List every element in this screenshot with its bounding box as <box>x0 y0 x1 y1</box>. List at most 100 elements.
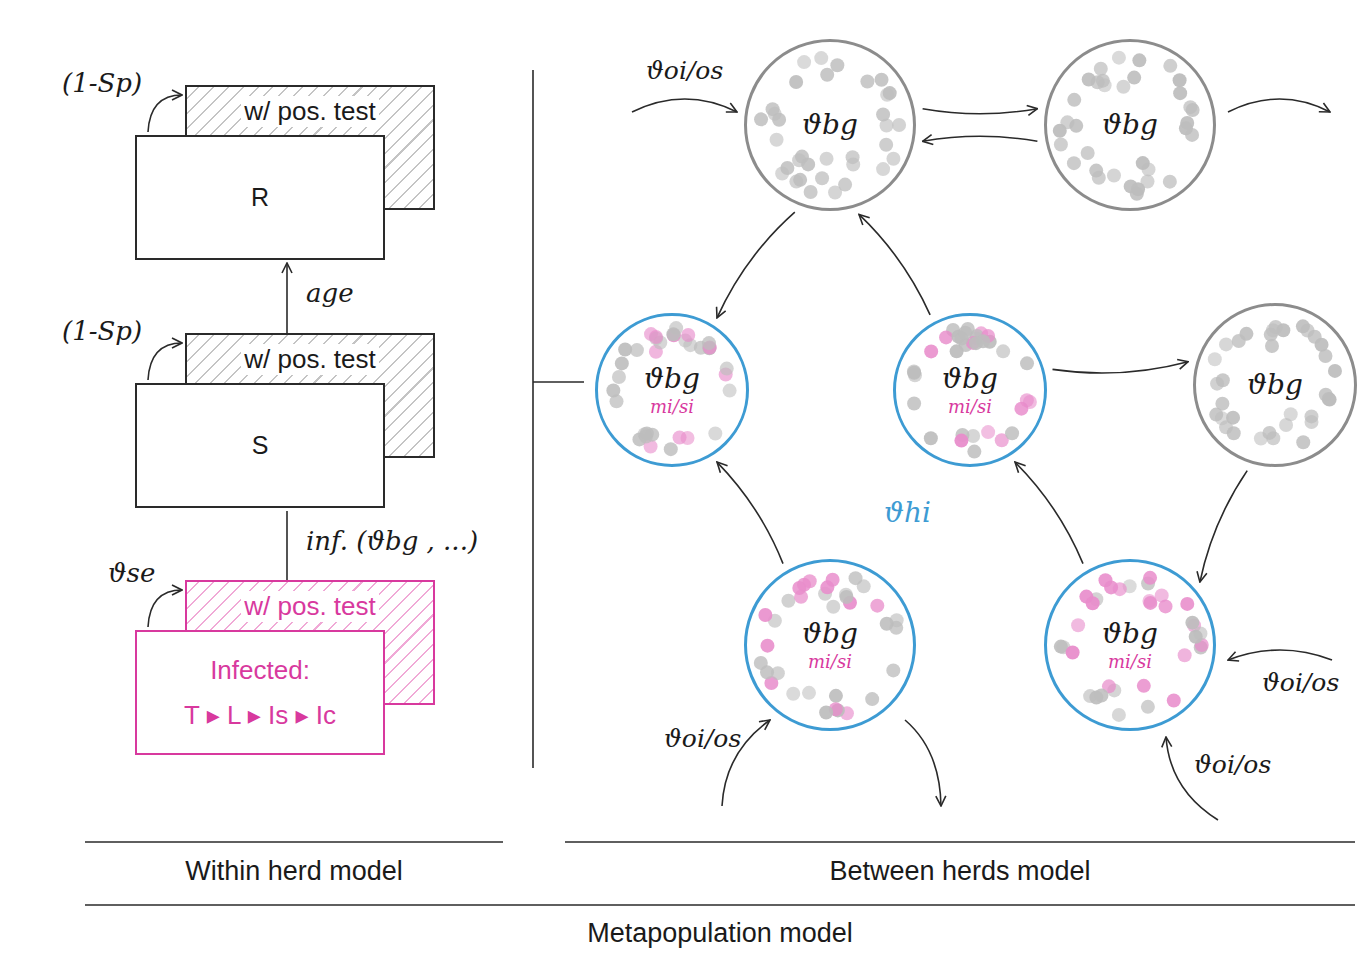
animal-dot <box>875 73 889 87</box>
animal-dot <box>1265 339 1279 353</box>
herd-symbol: ϑbg <box>1102 617 1158 651</box>
rule-line <box>85 841 503 843</box>
animal-dot <box>804 185 818 199</box>
flow-arrow <box>923 136 1038 141</box>
animal-dot <box>924 344 938 358</box>
animal-dot <box>1082 72 1096 86</box>
animal-dot <box>1071 618 1085 632</box>
flow-arrow <box>717 462 783 563</box>
animal-dot <box>720 362 734 376</box>
animal-dot <box>829 689 843 703</box>
animal-dot <box>1053 124 1067 138</box>
animal-dot <box>1186 103 1200 117</box>
animal-dot <box>870 599 884 613</box>
animal-dot <box>1113 582 1127 596</box>
animal-dot <box>886 663 900 677</box>
animal-dot <box>1054 137 1068 151</box>
flow-arrow <box>1015 462 1083 563</box>
animal-dot <box>681 328 695 342</box>
animal-dot <box>826 573 840 587</box>
animal-dot <box>1328 364 1342 378</box>
herd-circle: ϑbgmi/si <box>1044 559 1216 731</box>
animal-dot <box>649 330 663 344</box>
animal-dot <box>1163 175 1177 189</box>
flow-arrow <box>148 95 182 132</box>
animal-dot <box>886 152 900 166</box>
animal-dot <box>1208 352 1222 366</box>
animal-dot <box>883 86 897 100</box>
animal-dot <box>1219 337 1233 351</box>
animal-dot <box>1323 393 1337 407</box>
animal-dot <box>1163 59 1177 73</box>
animal-dot <box>1318 349 1332 363</box>
animal-dot <box>1086 596 1100 610</box>
herd-symbol: ϑbg <box>802 108 858 142</box>
box-title: w/ pos. test <box>241 96 379 127</box>
animal-dot <box>803 574 817 588</box>
animal-dot <box>892 118 906 132</box>
animal-dot <box>967 445 981 459</box>
animal-dot <box>954 434 968 448</box>
animal-dot <box>681 431 695 445</box>
animal-dot <box>879 138 893 152</box>
animal-dot <box>1210 377 1224 391</box>
animal-dot <box>702 336 716 350</box>
rate-label: (1-Sp) <box>60 316 144 346</box>
animal-dot <box>758 608 772 622</box>
animal-dot <box>802 686 816 700</box>
bracket-tick <box>533 381 584 383</box>
animal-dot <box>797 55 811 69</box>
animal-dot <box>723 384 737 398</box>
animal-dot <box>1308 330 1322 344</box>
compartment-name: R <box>251 183 269 212</box>
animal-dot <box>1116 80 1130 94</box>
herd-circle: ϑbg <box>744 39 916 211</box>
animal-dot <box>606 384 620 398</box>
animal-dot <box>781 594 795 608</box>
box-title: w/ pos. test <box>241 591 379 622</box>
animal-dot <box>958 326 972 340</box>
compartment-box: R <box>135 135 385 260</box>
animal-dot <box>819 705 833 719</box>
animal-dot <box>1179 121 1193 135</box>
herd-circle: ϑbgmi/si <box>595 313 749 467</box>
animal-dot <box>1067 93 1081 107</box>
animal-dot <box>1167 694 1181 708</box>
animal-dot <box>1232 334 1246 348</box>
animal-dot <box>814 51 828 65</box>
animal-dot <box>789 75 803 89</box>
flow-arrow <box>148 343 182 380</box>
animal-dot <box>826 600 840 614</box>
animal-dot <box>1178 648 1192 662</box>
flow-label: ϑoi/os <box>1194 750 1271 779</box>
animal-dot <box>772 113 786 127</box>
animal-dot <box>1227 426 1241 440</box>
animal-dot <box>770 133 784 147</box>
animal-dot <box>615 356 629 370</box>
bracket-line <box>532 70 534 768</box>
animal-dot <box>1094 62 1108 76</box>
animal-dot <box>950 344 964 358</box>
animal-dot <box>760 639 774 653</box>
animal-dot <box>789 175 803 189</box>
animal-dot <box>860 74 874 88</box>
herd-status: mi/si <box>1108 651 1152 673</box>
animal-dot <box>1142 162 1156 176</box>
animal-dot <box>1107 169 1121 183</box>
animal-dot <box>830 58 844 72</box>
animal-dot <box>907 396 921 410</box>
herd-symbol: ϑbg <box>802 617 858 651</box>
animal-dot <box>1127 71 1141 85</box>
animal-dot <box>865 692 879 706</box>
animal-dot <box>1023 395 1037 409</box>
animal-dot <box>969 336 983 350</box>
section-label: Within herd model <box>85 856 503 887</box>
compartment-name: S <box>252 431 269 460</box>
animal-dot <box>839 588 853 602</box>
animal-dot <box>1081 146 1095 160</box>
animal-dot <box>1226 411 1240 425</box>
herd-circle: ϑbg <box>1193 303 1357 467</box>
animal-dot <box>1141 700 1155 714</box>
animal-dot <box>1322 392 1336 406</box>
animal-dot <box>876 162 890 176</box>
